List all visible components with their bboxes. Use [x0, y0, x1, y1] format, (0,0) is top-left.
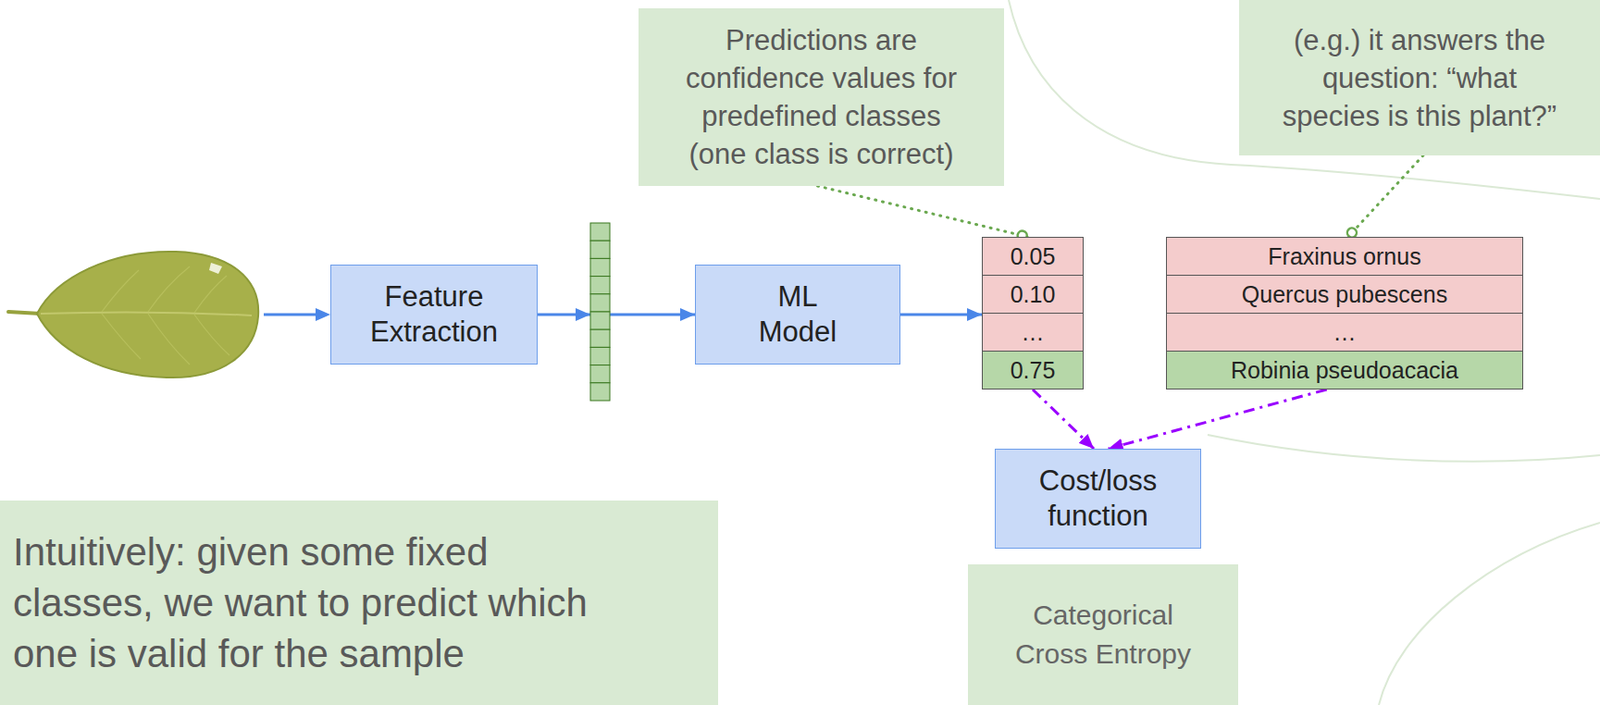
vector-cell — [590, 365, 610, 384]
note-panel: Intuitively: given some fixed classes, w… — [0, 500, 719, 705]
node-text: 0.10 — [1010, 280, 1056, 309]
vector-arrow-head — [575, 308, 591, 322]
input-arrow-line — [263, 313, 318, 317]
decor-curve — [1378, 522, 1600, 705]
leaf-blade — [37, 251, 259, 378]
flow-arrow — [900, 313, 982, 317]
flow-arrow — [537, 313, 695, 317]
node-text: Feature Extraction — [340, 279, 528, 350]
class-cell: Quercus pubescens — [1165, 274, 1524, 314]
node-text: Quercus pubescens — [1241, 280, 1448, 309]
decor-curve — [1008, 0, 1600, 199]
callout-note: (e.g.) it answers the question: “what sp… — [1239, 0, 1600, 156]
process-box: ML Model — [694, 264, 901, 365]
vector-cell — [590, 383, 610, 401]
class-cell: Fraxinus ornus — [1165, 236, 1524, 276]
node-text: … — [1021, 318, 1045, 347]
node-text: Predictions are confidence values for pr… — [678, 21, 966, 174]
vector-cell — [590, 294, 610, 312]
node-text: Categorical Cross Entropy — [1005, 595, 1201, 674]
confidence-cell: 0.05 — [981, 236, 1084, 276]
process-box: Feature Extraction — [330, 264, 538, 365]
node-text: 0.75 — [1010, 356, 1056, 385]
vector-cell — [590, 240, 610, 259]
node-text: Cost/loss function — [1004, 463, 1191, 534]
vector-cell — [590, 347, 610, 365]
leader-line — [1348, 155, 1424, 237]
vector-cell — [590, 329, 610, 348]
vector-cell — [590, 223, 610, 241]
node-text: Intuitively: given some fixed classes, w… — [12, 526, 624, 680]
confidence-cell: 0.75 — [981, 350, 1084, 390]
leaf-midrib — [40, 311, 252, 316]
class-cell: Robinia pseudoacacia — [1165, 350, 1524, 390]
vector-cell — [590, 311, 610, 330]
input-arrow-head — [315, 308, 331, 322]
callout-note: Predictions are confidence values for pr… — [638, 8, 1005, 187]
flow-arrow — [1032, 389, 1094, 449]
confidence-cell: … — [981, 312, 1084, 352]
node-text: Robinia pseudoacacia — [1230, 356, 1459, 385]
node-text: ML Model — [746, 279, 849, 350]
node-text: (e.g.) it answers the question: “what sp… — [1280, 21, 1559, 136]
loss-box: Cost/loss function — [994, 448, 1202, 549]
vector-cell — [590, 258, 610, 276]
node-text: … — [1333, 318, 1357, 347]
class-cell: … — [1165, 312, 1524, 352]
feature-vector — [590, 223, 610, 401]
leaf-spot — [209, 262, 223, 274]
flow-arrow — [1108, 389, 1328, 449]
node-text: 0.05 — [1010, 242, 1056, 271]
leaf-stalk — [8, 311, 41, 314]
leader-line — [818, 186, 1029, 237]
method-label: Categorical Cross Entropy — [967, 564, 1239, 705]
confidence-cell: 0.10 — [981, 274, 1084, 314]
leaf-veins — [101, 266, 230, 365]
vector-cell — [590, 276, 610, 295]
leaf-photo-ground — [8, 242, 262, 385]
node-text: Fraxinus ornus — [1267, 242, 1421, 271]
decor-curve — [1207, 434, 1600, 462]
